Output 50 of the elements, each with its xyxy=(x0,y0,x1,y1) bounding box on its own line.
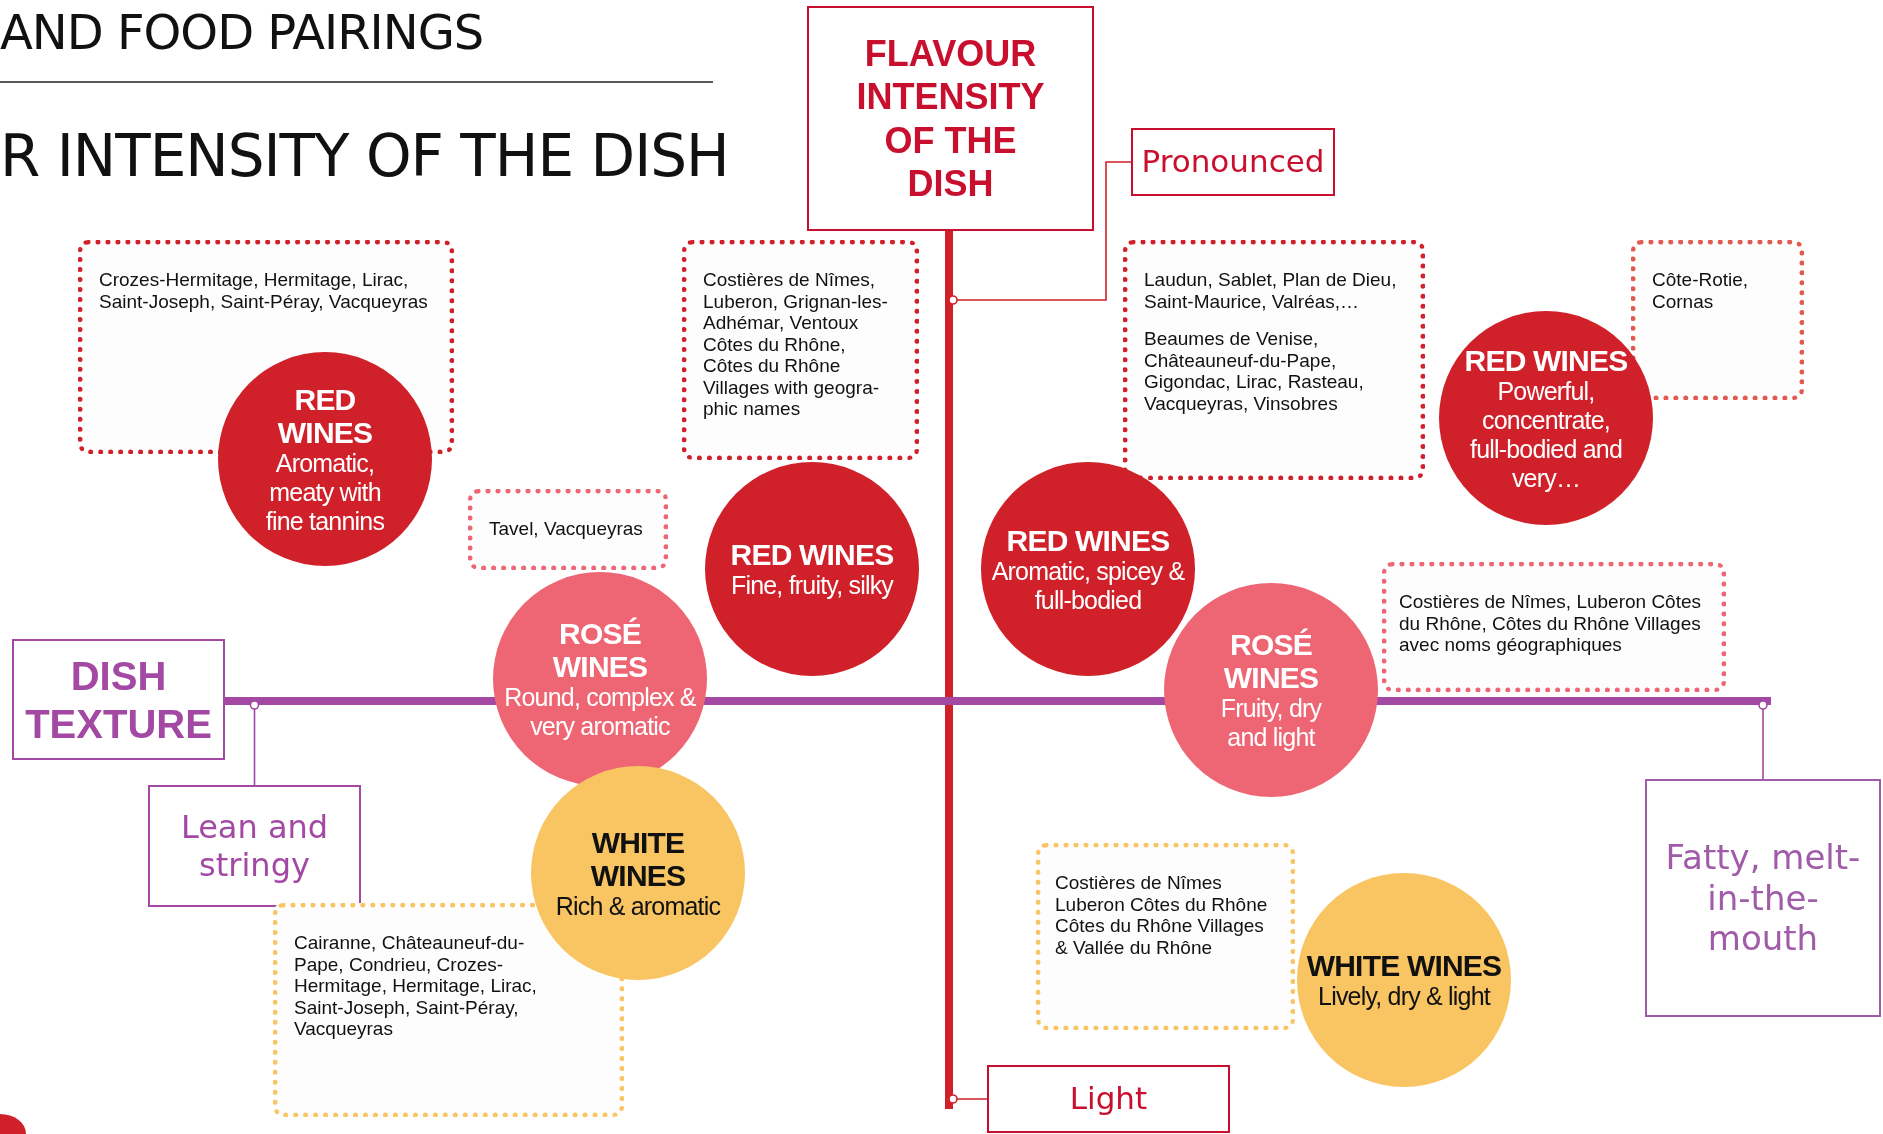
page-title: AND FOOD PAIRINGS xyxy=(0,4,484,60)
axis-label: DISH TEXTURE xyxy=(24,652,213,748)
wine-description: Round, complex & very aromatic xyxy=(503,683,697,741)
leader-line xyxy=(249,700,260,786)
appellation-list: Costières de Nîmes, Luberon Côtes du Rhône, Côtes du Rhône Villages avec noms géographiques xyxy=(1399,591,1705,656)
wine-type: RED WINES xyxy=(1464,343,1628,377)
appellation-list: Costières de Nîmes Luberon Côtes du Rhône Côtes du Rhône Villages & Vallée du Rhône xyxy=(1055,872,1270,958)
wine-description: Aromatic, spicey & full-bodied xyxy=(991,556,1185,615)
leader-line xyxy=(1758,700,1768,780)
appellation-box xyxy=(1123,240,1425,480)
wine-description: Rich & aromatic xyxy=(555,891,721,921)
appellation-list: Cairanne, Châteauneuf-du-Pape, Condrieu, Crozes-Hermitage, Hermitage, Lirac, Saint-Joseph, Saint-Péray, Vacqueyras xyxy=(294,932,556,1040)
appellation-list: Côte-Rotie, Cornas xyxy=(1652,269,1783,312)
axis-label-box xyxy=(807,6,1094,231)
axis-label-box xyxy=(1131,128,1335,196)
leader-line xyxy=(948,1094,988,1104)
wine-type: RED WINES xyxy=(1006,523,1170,557)
wine-type: RED WINES xyxy=(730,538,894,571)
wine-description: Lively, dry & light xyxy=(1318,982,1490,1011)
vertical-axis xyxy=(945,231,953,1109)
axis-label: Pronounced xyxy=(1141,143,1325,181)
wine-description: Aromatic, meaty with fine tannins xyxy=(264,448,386,536)
axis-label-box xyxy=(12,639,225,760)
appellation-list: Beaumes de Venise, Châteauneuf-du-Pape, Gigondac, Lirac, Rasteau, Vacqueyras, Vinsobres xyxy=(1144,328,1404,414)
heading: R INTENSITY OF THE DISH xyxy=(0,122,729,190)
wine-type: RED WINES xyxy=(276,382,374,449)
wine-type: WHITE WINES xyxy=(589,825,687,892)
appellation-list: Tavel, Vacqueyras xyxy=(489,518,647,540)
wine-type: WHITE WINES xyxy=(1306,949,1502,982)
appellation-box xyxy=(1036,843,1295,1030)
axis-label-box xyxy=(1645,779,1881,1017)
appellation-box xyxy=(682,240,919,460)
axis-label: Lean and stringy xyxy=(179,807,330,885)
axis-label: FLAVOUR INTENSITY OF THE DISH xyxy=(855,32,1046,205)
wine-description: Fine, fruity, silky xyxy=(730,571,894,600)
wine-type: ROSÉ WINES xyxy=(551,617,649,683)
wine-description: Powerful, concentrate, full-bodied and very… xyxy=(1469,376,1623,493)
axis-label: Light xyxy=(1069,1080,1148,1118)
appellation-list: Laudun, Sablet, Plan de Dieu, Saint-Maurice, Valréas,… xyxy=(1144,269,1404,312)
appellation-box xyxy=(468,489,668,570)
appellation-list: Crozes-Hermitage, Hermitage, Lirac, Saint-Joseph, Saint-Péray, Vacqueyras xyxy=(99,269,433,312)
axis-label-box xyxy=(148,785,361,907)
wine-type: ROSÉ WINES xyxy=(1222,628,1320,694)
axis-label-box xyxy=(987,1065,1230,1133)
wine-description: Fruity, dry and light xyxy=(1219,694,1323,752)
appellation-box xyxy=(1382,562,1726,692)
appellation-list: Costières de Nîmes, Luberon, Grignan-les-Adhémar, Ventoux Côtes du Rhône, Côtes du Rhône Villages with geogra-phic names xyxy=(703,269,898,420)
axis-label: Fatty, melt-in-the-mouth xyxy=(1664,836,1862,960)
leader-line xyxy=(948,161,1132,305)
appellation-box xyxy=(1631,240,1804,400)
